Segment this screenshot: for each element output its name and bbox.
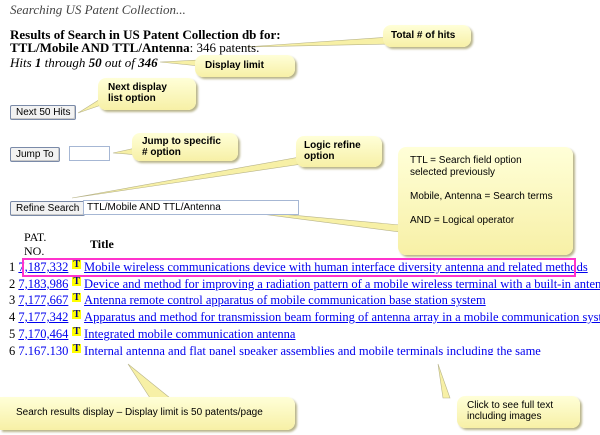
callout-results-display: Search results display – Display limit i… xyxy=(0,397,295,430)
patno-label-1: PAT. xyxy=(24,230,47,244)
patent-number-link[interactable]: 7,177,342 xyxy=(18,310,69,325)
callout-text: Logic refine xyxy=(304,140,361,151)
patent-number-link[interactable]: 7,170,464 xyxy=(18,326,69,341)
results-query-line: TTL/Mobile AND TTL/Antenna: 346 patents. xyxy=(10,40,259,56)
callout-display-limit: Display limit xyxy=(195,55,295,77)
patno-label-2: NO. xyxy=(24,244,45,258)
callout-text: Click to see full text xyxy=(467,400,554,411)
hits-through: through xyxy=(41,55,89,70)
row-clip xyxy=(0,355,600,369)
callout-text: including images xyxy=(467,411,542,422)
column-header-title: Title xyxy=(90,237,114,251)
callout-text: TTL = Search field option selected previ… xyxy=(410,155,522,178)
row-number: 1 xyxy=(9,260,16,274)
patent-title-link[interactable]: Device and method for improving a radiat… xyxy=(84,276,600,291)
callout-text: Mobile, Antenna = Search terms xyxy=(410,191,553,202)
patent-number-link[interactable]: 7,183,986 xyxy=(18,276,69,291)
full-text-icon[interactable]: T xyxy=(72,309,82,321)
query-text: TTL/Mobile AND TTL/Antenna xyxy=(10,40,190,55)
patent-title-link[interactable]: Integrated mobile communication antenna xyxy=(84,326,296,341)
callout-total-hits: Total # of hits xyxy=(383,25,471,47)
hits-out-of: out of xyxy=(101,55,139,70)
results-heading: Results of Search in US Patent Collectio… xyxy=(10,27,281,42)
patent-title-link[interactable]: Internal antenna and flat panel speaker … xyxy=(84,343,541,358)
patent-number-link[interactable]: 7,167,130 xyxy=(18,343,69,358)
callout-text: option xyxy=(304,151,335,162)
row-number: 5 xyxy=(9,326,16,341)
patent-title-link[interactable]: Mobile wireless communications device wi… xyxy=(84,260,588,274)
callout-search-terms: TTL = Search field option selected previ… xyxy=(398,147,573,255)
callout-text: Jump to specific xyxy=(142,136,221,147)
hits-to: 50 xyxy=(88,55,102,70)
row-number: 4 xyxy=(9,310,16,325)
callout-text: Next display xyxy=(108,82,167,93)
patent-title-link[interactable]: Antenna remote control apparatus of mobi… xyxy=(84,293,486,308)
patent-title-link[interactable]: Apparatus and method for transmission be… xyxy=(84,310,600,325)
jump-to-button[interactable]: Jump To xyxy=(10,147,60,162)
full-text-icon[interactable]: T xyxy=(72,292,82,304)
pointer-results xyxy=(127,363,171,399)
patent-number-link[interactable]: 7,187,332 xyxy=(18,260,69,274)
hits-from: 1 xyxy=(34,55,42,70)
patent-number-link[interactable]: 7,177,667 xyxy=(18,293,69,308)
highlight-box xyxy=(22,258,576,277)
full-text-icon[interactable]: T xyxy=(72,342,82,354)
next-50-hits-button[interactable]: Next 50 Hits xyxy=(10,105,77,120)
full-text-icon[interactable]: T xyxy=(72,275,82,287)
full-text-icon[interactable]: T xyxy=(72,325,82,337)
callout-text: list option xyxy=(108,93,156,104)
row-number: 3 xyxy=(9,293,16,308)
callout-text: # option xyxy=(142,147,181,158)
hits-range: Hits 1 through 50 out of 346 xyxy=(10,55,158,71)
column-header-patno: PAT.NO. xyxy=(24,230,46,258)
full-text-icon[interactable]: T xyxy=(72,259,82,270)
callout-text: AND = Logical operator xyxy=(410,215,515,226)
pointer-click xyxy=(437,363,451,399)
callout-jump: Jump to specific# option xyxy=(132,133,238,161)
refine-search-input[interactable] xyxy=(83,200,299,215)
jump-to-input[interactable] xyxy=(69,146,110,161)
hits-label: Hits xyxy=(10,55,35,70)
patent-count: : 346 patents. xyxy=(189,40,260,55)
row-number: 2 xyxy=(9,276,16,291)
row-number: 6 xyxy=(9,343,16,358)
searching-status: Searching US Patent Collection... xyxy=(10,2,186,17)
hits-total: 346 xyxy=(138,55,158,70)
